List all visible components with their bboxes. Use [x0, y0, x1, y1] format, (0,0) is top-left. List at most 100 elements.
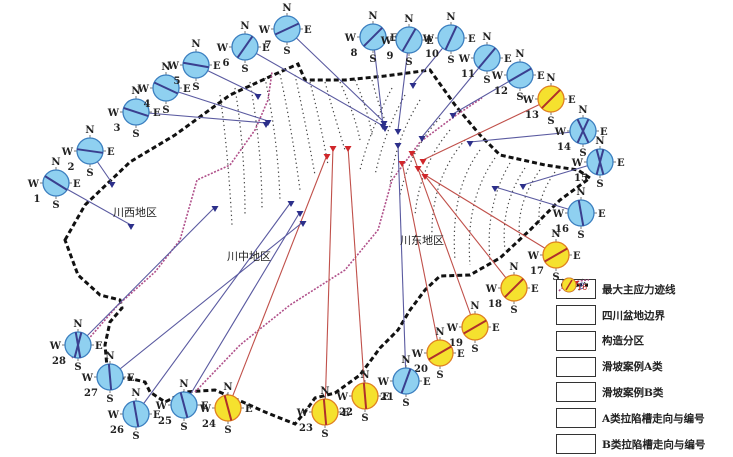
compass-e-label: E [107, 147, 115, 158]
groove-number: 18 [488, 299, 502, 310]
compass-n-label: N [51, 157, 60, 168]
compass-e-label: E [245, 404, 253, 415]
triangle-b-swatch [556, 281, 596, 403]
compass-n-label: N [85, 125, 94, 136]
compass-e-label: E [127, 373, 135, 384]
groove-number: 21 [380, 392, 394, 403]
compass-e-label: E [573, 251, 581, 262]
groove-strike-line [363, 27, 383, 47]
compass-n-label: N [435, 327, 444, 338]
compass-w-label: W [571, 158, 584, 169]
compass-s-label: S [283, 46, 290, 57]
groove-link-line [135, 111, 267, 124]
stress-trajectory-line [324, 81, 346, 151]
landslide-a-marker [409, 83, 417, 89]
compass-s-label: S [552, 272, 559, 283]
compass-e-label: E [95, 341, 103, 352]
compass-s-label: S [369, 54, 376, 65]
stress-trajectory-line [219, 94, 233, 226]
compass-w-label: W [258, 25, 271, 36]
compass-s-label: S [52, 200, 59, 211]
compass-n-label: N [73, 319, 82, 330]
compass-w-label: W [522, 95, 535, 106]
compass-w-label: W [216, 43, 229, 54]
compass-e-label: E [492, 323, 500, 334]
compass-w-label: W [81, 373, 94, 384]
groove-link-line [417, 166, 515, 289]
compass-w-label: W [27, 179, 40, 190]
compass-w-label: W [344, 33, 357, 44]
legend-item-groove-a: 8 A类拉陷槽走向与编号 [556, 277, 733, 431]
legend-label: 构造分区 [602, 335, 644, 348]
groove-link-line [401, 161, 441, 354]
compass-n-label: N [446, 12, 455, 23]
groove-link-line [397, 143, 407, 382]
compass-w-label: W [49, 341, 62, 352]
groove-number: 19 [449, 338, 463, 349]
landslide-b-marker [398, 161, 406, 167]
groove-link-line [324, 146, 334, 413]
legend-item-landslide-b: 滑坡案例B类 [556, 281, 733, 405]
compass-s-label: S [224, 425, 231, 436]
groove-link-line [165, 87, 269, 122]
compass-e-label: E [153, 108, 161, 119]
legend-item-boundary: 四川盆地边界 [556, 283, 733, 328]
legend-label: A类拉陷槽走向与编号 [602, 412, 705, 425]
landslide-b-marker [344, 146, 352, 152]
region-label-central: 川中地区 [227, 250, 271, 263]
tectonic-swatch [556, 279, 596, 351]
compass-n-label: N [404, 14, 413, 25]
legend: 最大主应力迹线 四川盆地边界 构造分区 滑坡案例A类 滑坡案例B类 [556, 277, 733, 457]
stress-trajectory-line [468, 157, 496, 266]
groove-number: 12 [494, 86, 508, 97]
landslide-a-marker [418, 136, 426, 142]
compass-s-label: S [516, 92, 523, 103]
compass-s-label: S [180, 422, 187, 433]
compass-n-label: N [131, 86, 140, 97]
groove-strike-line [401, 28, 417, 52]
groove-number: 9 [387, 51, 394, 62]
landslide-a-marker [519, 184, 527, 190]
stress-trajectory-line [431, 139, 466, 241]
compass-e-label: E [457, 349, 465, 360]
compass-w-label: W [485, 284, 498, 295]
landslide-b-marker [414, 166, 422, 172]
compass-n-label: N [470, 301, 479, 312]
groove-number: 26 [110, 425, 124, 436]
compass-w-label: W [336, 392, 349, 403]
groove-link-line [109, 221, 304, 378]
compass-s-label: S [447, 55, 454, 66]
groove-strike-line [576, 118, 590, 144]
stress-trajectory-line [389, 99, 421, 186]
groove-number: 1 [34, 194, 41, 205]
compass-n-label: N [482, 32, 491, 43]
compass-n-label: N [368, 11, 377, 22]
compass-s-label: S [192, 82, 199, 93]
compass-w-label: W [107, 108, 120, 119]
groove-number: 14 [557, 142, 571, 153]
compass-n-label: N [105, 351, 114, 362]
groove-number: 2 [68, 162, 75, 173]
compass-e-label: E [598, 209, 606, 220]
compass-s-label: S [547, 116, 554, 127]
compass-s-label: S [405, 57, 412, 68]
legend-label: 最大主应力迹线 [602, 283, 676, 296]
legend-item-tectonic: 构造分区 [556, 279, 733, 354]
compass-s-label: S [74, 362, 81, 373]
groove-number: 8 [351, 48, 358, 59]
groove-strike-line [400, 368, 412, 394]
landslide-b-marker [421, 174, 429, 180]
compass-e-label: E [73, 179, 81, 190]
groove-number: 27 [84, 388, 98, 399]
landslide-a-marker [264, 120, 272, 126]
